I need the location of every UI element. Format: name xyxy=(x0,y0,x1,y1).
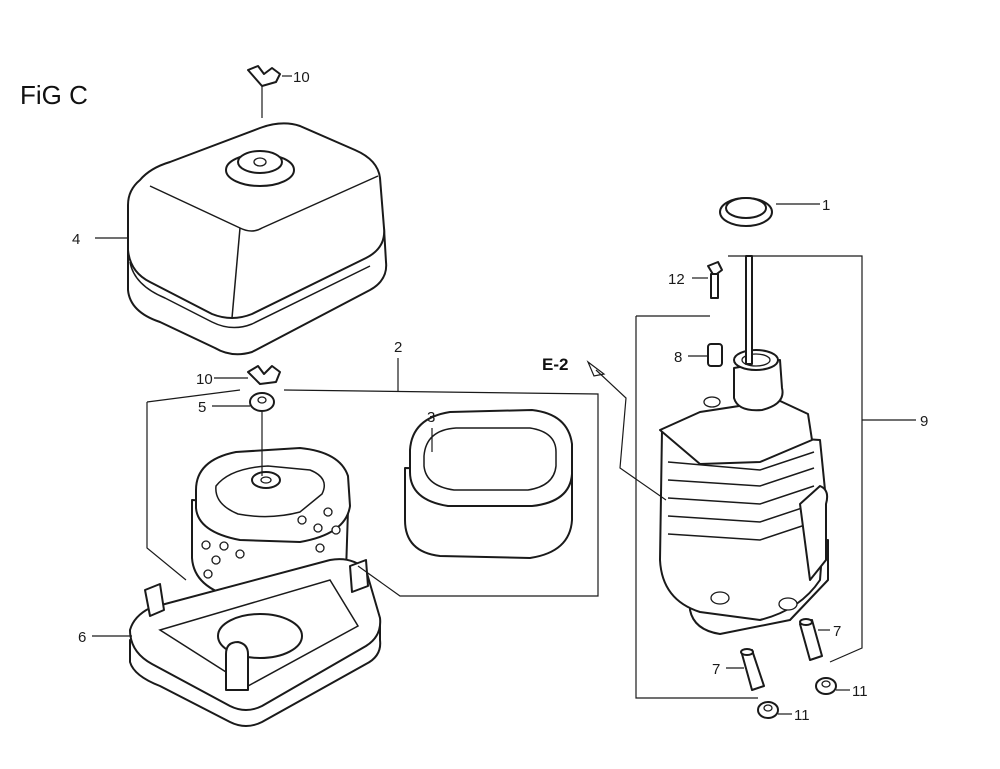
callout-6: 6 xyxy=(78,629,86,646)
callout-10-top: 10 xyxy=(293,69,310,86)
callout-9: 9 xyxy=(920,413,928,430)
callout-11-right: 11 xyxy=(852,683,868,700)
callout-8: 8 xyxy=(674,349,682,366)
nut-11-left xyxy=(757,701,779,719)
air-cleaner-case xyxy=(129,558,382,727)
perforations xyxy=(201,507,341,579)
callout-1: 1 xyxy=(822,197,830,214)
callout-7-right: 7 xyxy=(833,623,841,640)
callout-11-left: 11 xyxy=(794,707,810,724)
air-cleaner-cover xyxy=(127,122,388,356)
intake-elbow xyxy=(659,255,829,635)
tube-7-left xyxy=(740,648,765,691)
seal-ring xyxy=(719,197,773,227)
leader-lines xyxy=(92,75,916,715)
foam-element xyxy=(404,409,573,559)
wing-nut-top xyxy=(247,65,281,118)
wing-nut-middle xyxy=(247,365,281,385)
nut-11-right xyxy=(815,677,837,695)
callout-5: 5 xyxy=(198,399,206,416)
callout-3: 3 xyxy=(427,409,435,426)
callout-4: 4 xyxy=(72,231,80,248)
tube-7-right xyxy=(799,618,823,661)
reference-e2: E-2 xyxy=(542,355,568,374)
callout-2: 2 xyxy=(394,339,402,356)
callout-10-middle: 10 xyxy=(196,371,213,388)
figure-title: FiG C xyxy=(20,80,88,110)
callout-labels: 10 4 2 10 5 3 6 1 12 8 9 7 7 11 11 E-2 xyxy=(72,69,928,724)
bolt xyxy=(707,261,723,299)
collar xyxy=(707,343,723,367)
callout-7-left: 7 xyxy=(712,661,720,678)
callout-12: 12 xyxy=(668,271,685,288)
grommet xyxy=(249,392,275,476)
